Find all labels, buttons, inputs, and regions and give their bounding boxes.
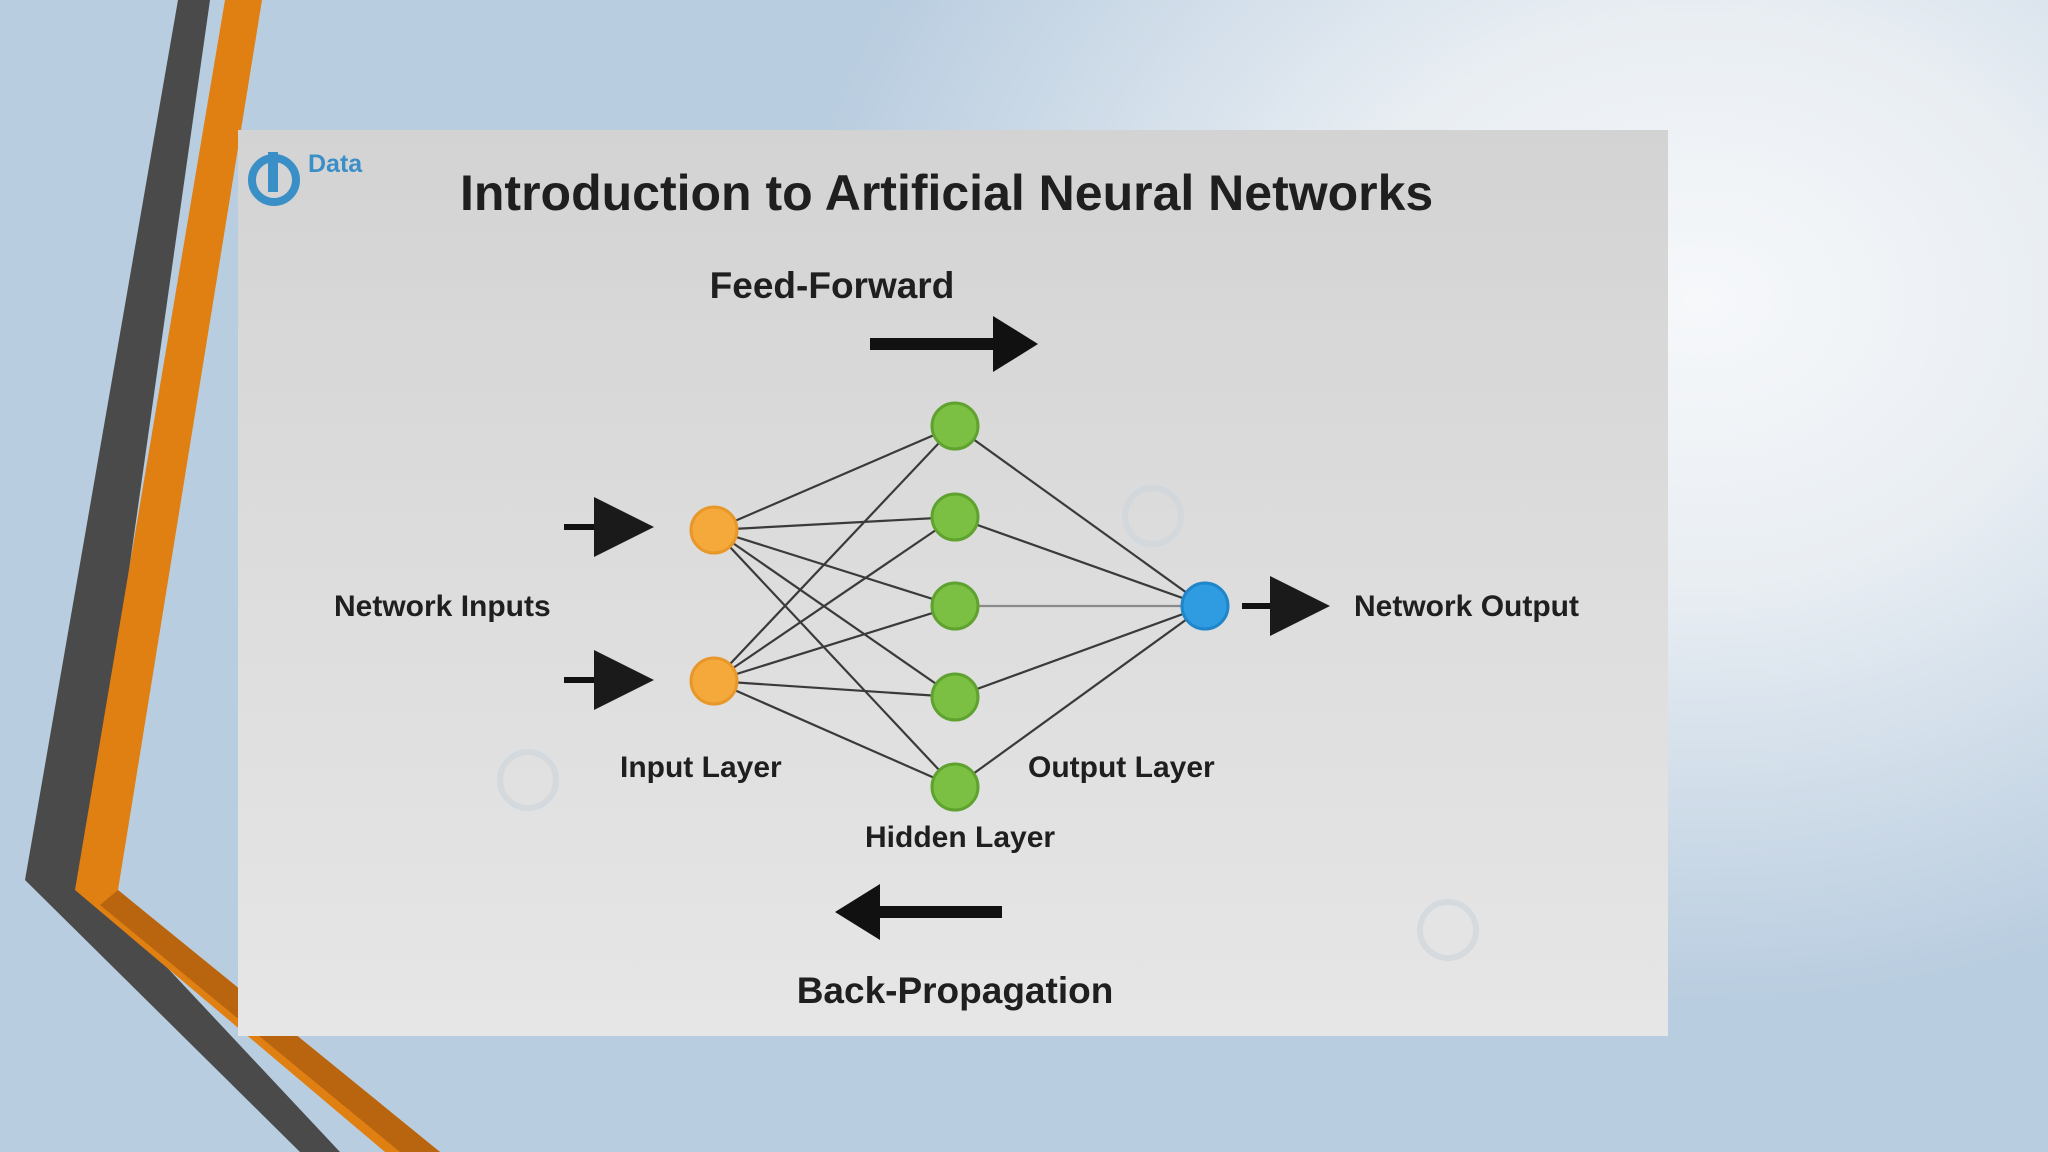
hidden-node — [930, 762, 980, 812]
input-node — [689, 505, 739, 555]
connections-hidden-output — [954, 425, 1206, 788]
gray-stripe — [25, 0, 340, 1152]
output-layer-label: Output Layer — [1028, 751, 1215, 784]
feed-forward-arrow-icon — [870, 316, 1038, 372]
neural-network-diagram: Data Introduction to Artificial Neural N… — [248, 150, 1579, 1011]
back-propagation-label: Back-Propagation — [797, 970, 1114, 1011]
diagram-title: Introduction to Artificial Neural Networ… — [460, 165, 1433, 221]
input-node — [689, 656, 739, 706]
hidden-layer-label: Hidden Layer — [865, 821, 1055, 854]
feed-forward-label: Feed-Forward — [710, 265, 955, 306]
output-node — [1180, 581, 1230, 631]
input-layer-label: Input Layer — [620, 751, 782, 784]
logo-text: Data — [308, 150, 363, 178]
hidden-node — [930, 672, 980, 722]
hidden-node — [930, 401, 980, 451]
watermark-icon — [497, 485, 1479, 961]
hidden-node — [930, 492, 980, 542]
hidden-node — [930, 581, 980, 631]
back-propagation-arrow-icon — [835, 884, 1002, 940]
network-inputs-label: Network Inputs — [334, 590, 551, 623]
network-output-label: Network Output — [1354, 590, 1579, 623]
connections-input-hidden — [713, 424, 956, 789]
data-flair-logo-icon — [248, 152, 300, 206]
diagram-card: Data Introduction to Artificial Neural N… — [238, 130, 1668, 1036]
orange-stripe — [75, 0, 440, 1152]
